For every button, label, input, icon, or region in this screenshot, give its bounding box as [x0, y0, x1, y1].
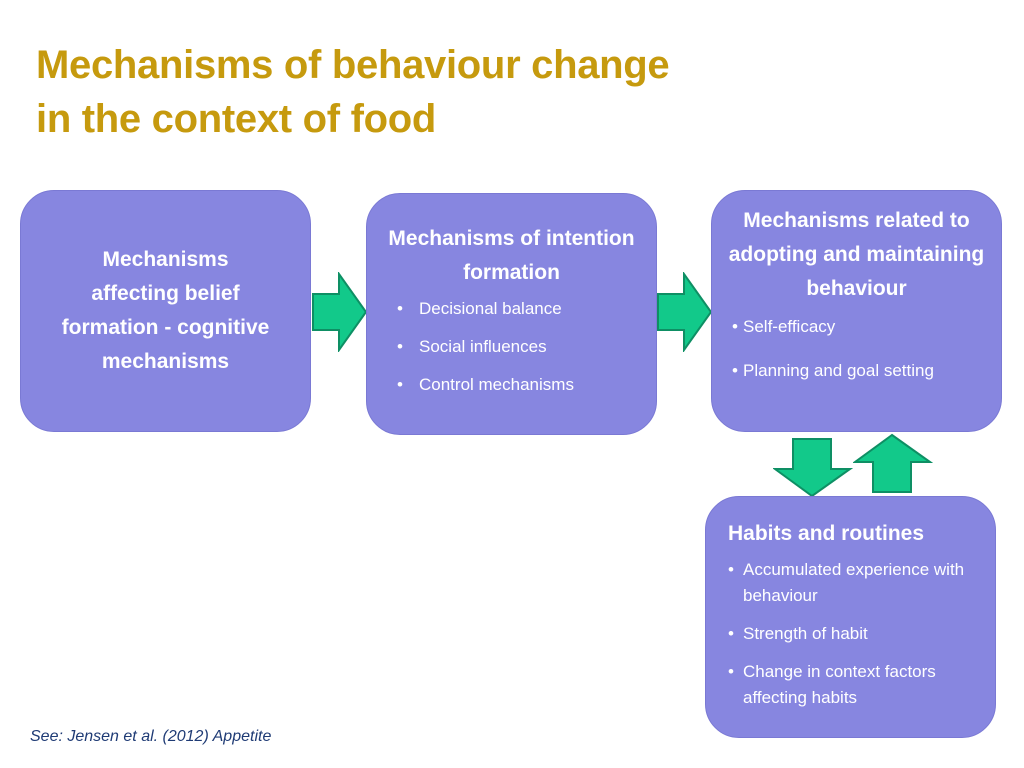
box-belief-heading: Mechanisms affecting belief formation - … — [61, 248, 270, 373]
citation: See: Jensen et al. (2012) Appetite — [30, 728, 272, 745]
list-item: Strength of habit — [728, 621, 995, 647]
arrow-down-icon — [773, 438, 853, 498]
box-habits-heading: Habits and routines — [728, 522, 925, 545]
arrow-up-icon — [853, 433, 933, 493]
list-item: Control mechanisms — [397, 372, 656, 398]
arrow-right-icon — [312, 272, 368, 352]
list-item: Decisional balance — [397, 296, 656, 322]
habits-list: Accumulated experience with behaviour St… — [728, 557, 995, 711]
list-item: Planning and goal setting — [732, 358, 1001, 384]
list-item: Self-efficacy — [732, 314, 1001, 340]
adopting-list: Self-efficacy Planning and goal setting — [732, 314, 1001, 384]
arrow-right-icon — [657, 272, 713, 352]
box-adopting-maintaining: Mechanisms related to adopting and maint… — [711, 190, 1002, 432]
box-intention-formation: Mechanisms of intention formation Decisi… — [366, 193, 657, 435]
list-item: Change in context factors affecting habi… — [728, 659, 963, 711]
slide-title: Mechanisms of behaviour change in the co… — [36, 38, 796, 146]
box-adopting-heading: Mechanisms related to adopting and maint… — [728, 209, 985, 300]
box-habits-routines: Habits and routines Accumulated experien… — [705, 496, 996, 738]
title-line-2: in the context of food — [36, 97, 437, 141]
intention-list: Decisional balance Social influences Con… — [397, 296, 656, 398]
box-intention-heading: Mechanisms of intention formation — [388, 227, 635, 284]
box-belief-formation: Mechanisms affecting belief formation - … — [20, 190, 311, 432]
list-item: Social influences — [397, 334, 656, 360]
list-item: Accumulated experience with behaviour — [728, 557, 973, 609]
title-line-1: Mechanisms of behaviour change — [36, 43, 670, 87]
